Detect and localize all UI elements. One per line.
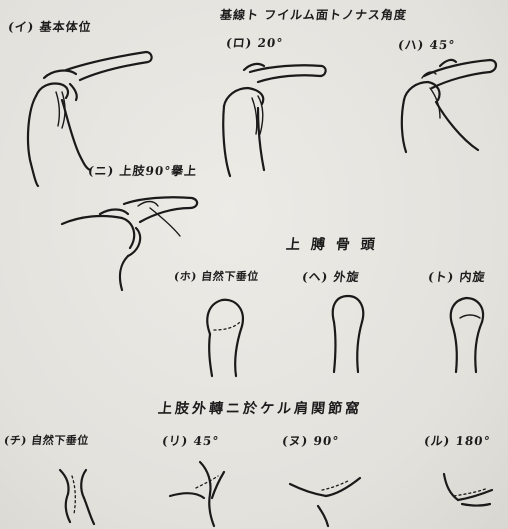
glenoid-180deg xyxy=(444,474,492,506)
shoulder-sketch-arm-raised xyxy=(62,197,197,290)
glenoid-90deg xyxy=(290,478,360,526)
humeral-head-internal xyxy=(451,298,483,372)
shoulder-sketch-20deg xyxy=(223,64,325,176)
shoulder-sketch-basic xyxy=(28,52,152,186)
glenoid-45deg xyxy=(170,462,224,526)
humeral-head-external xyxy=(333,296,363,372)
humeral-head-natural xyxy=(207,300,243,376)
shoulder-sketch-45deg xyxy=(402,60,496,152)
glenoid-natural xyxy=(60,470,94,524)
